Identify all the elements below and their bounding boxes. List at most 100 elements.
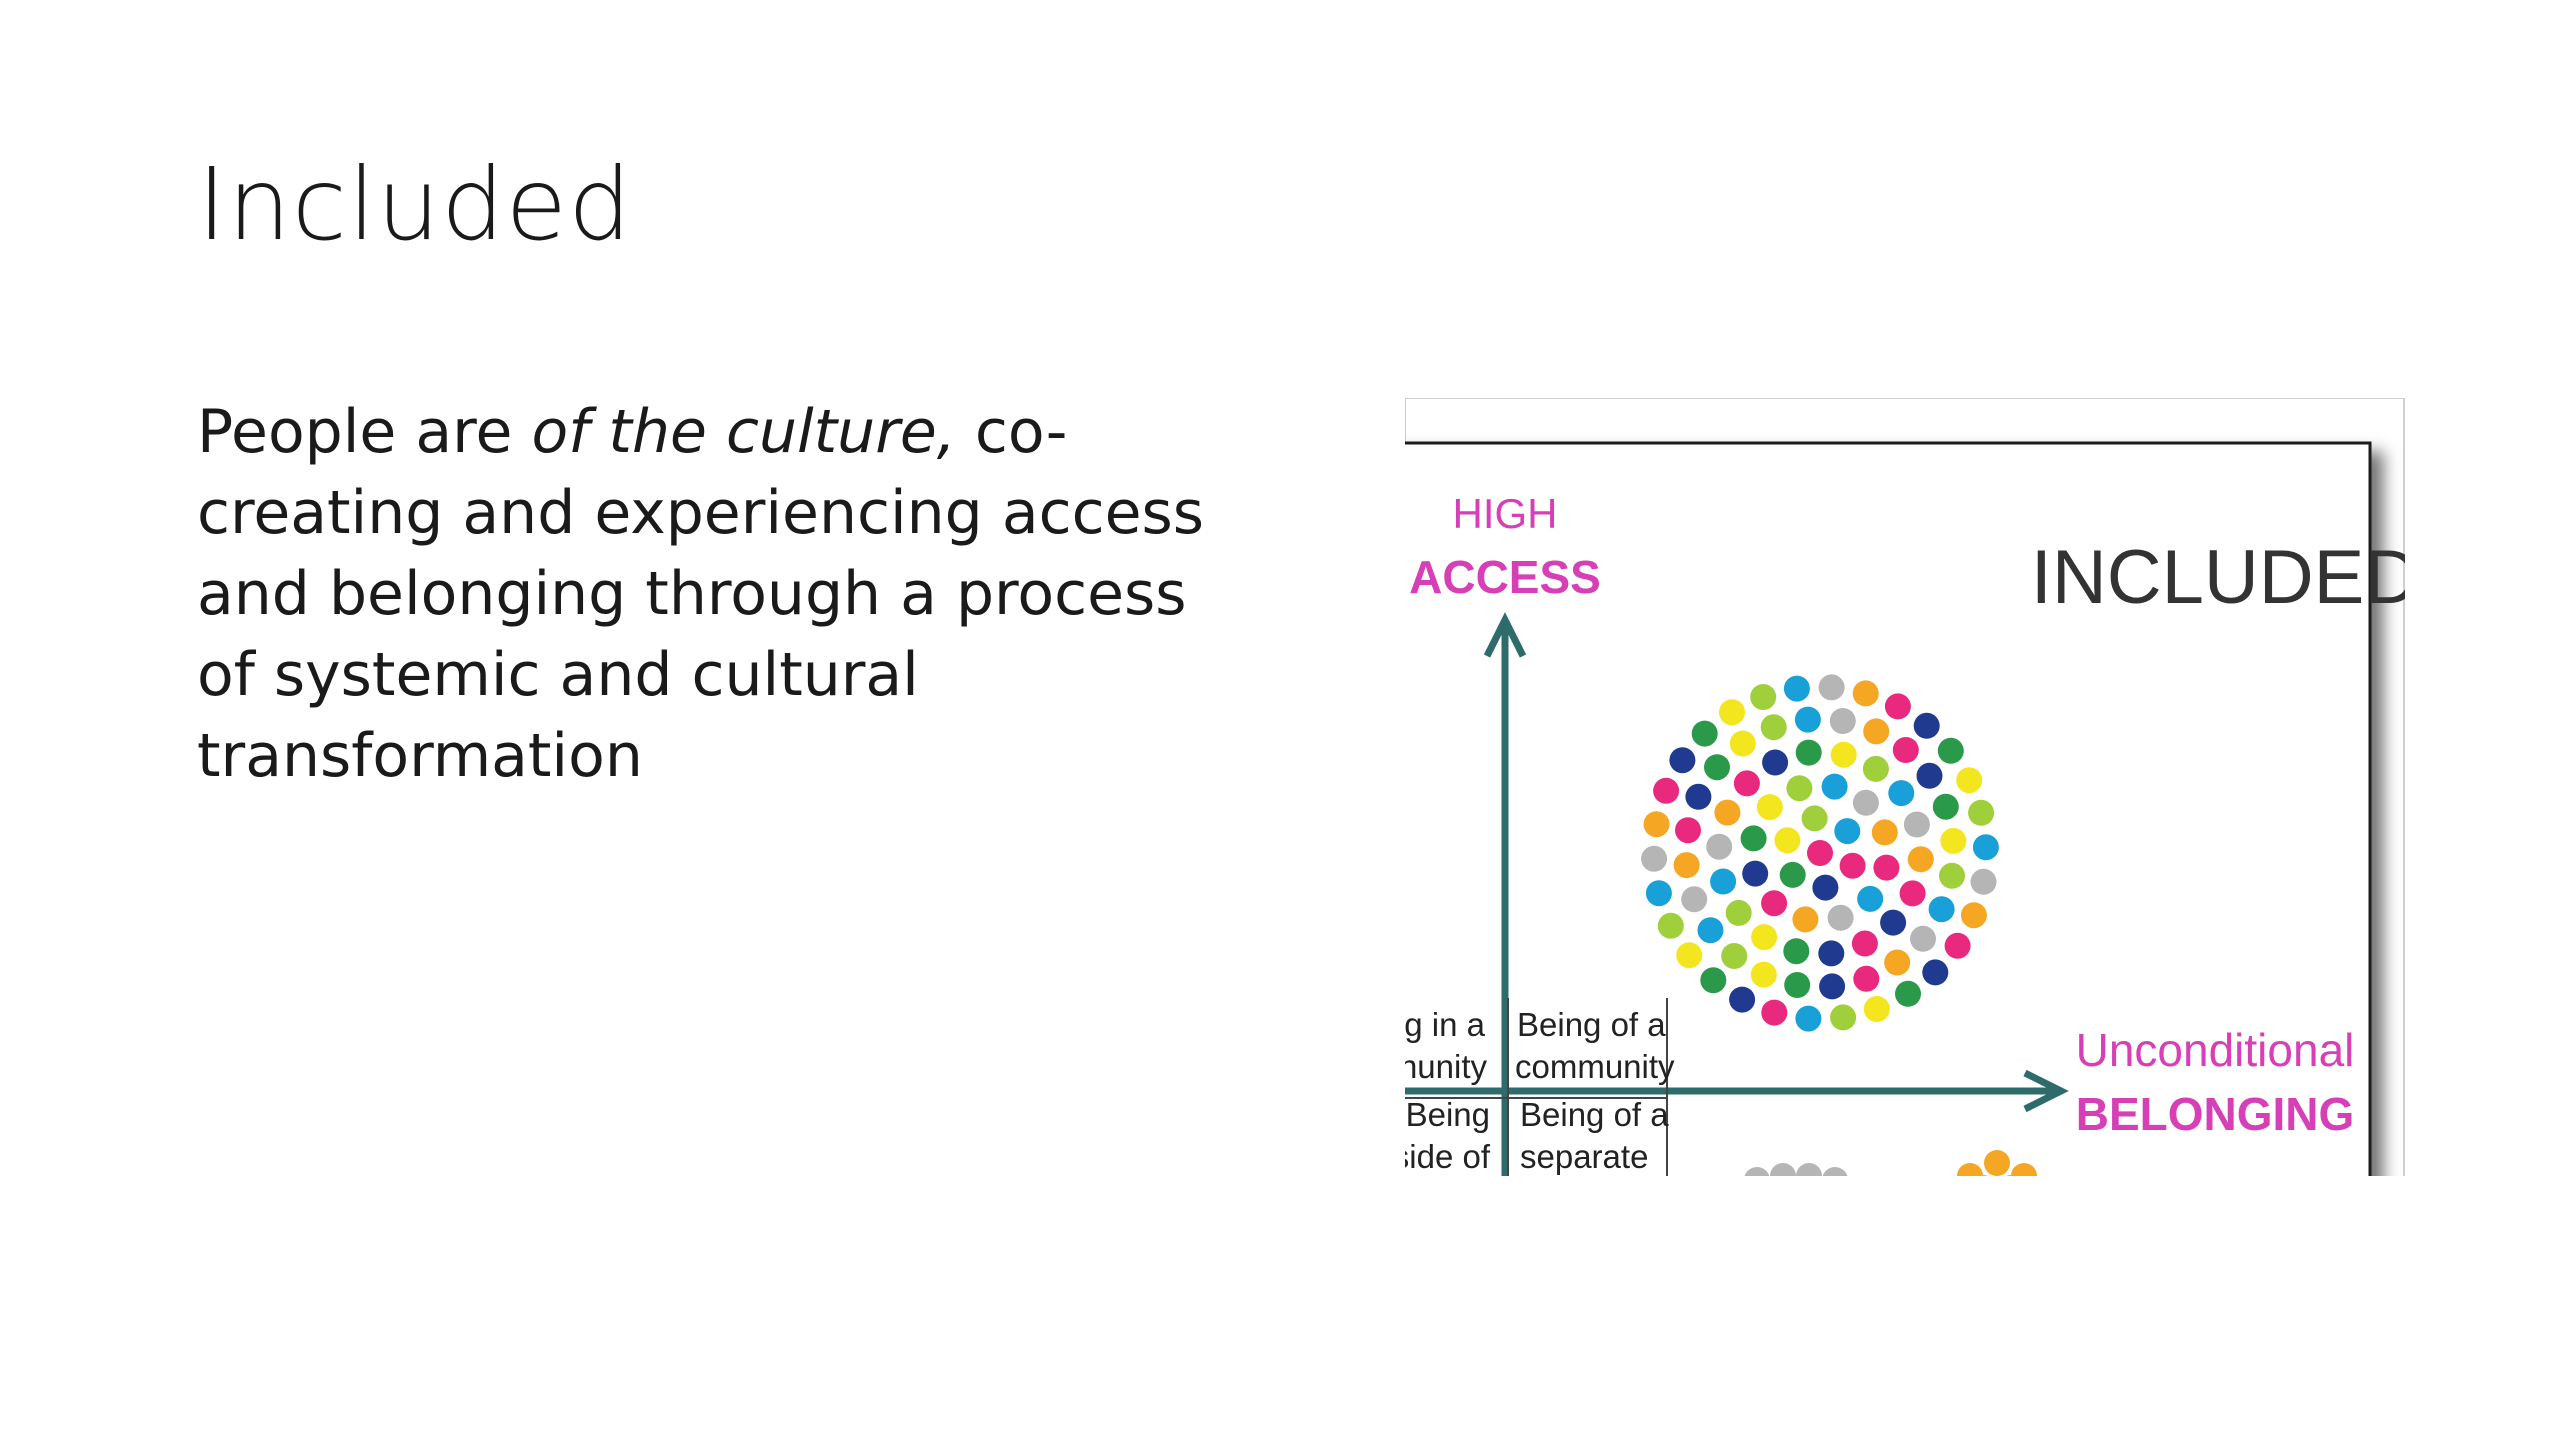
table-right-row2: community [1515,1048,1675,1085]
dot [1784,972,1811,998]
dot [1829,708,1856,734]
dot [1880,909,1907,936]
dot [1888,780,1915,807]
dot [1812,874,1839,901]
dot [1884,949,1911,976]
table-left-row4: side of [1405,1138,1491,1175]
table-left-row3: Being [1406,1096,1490,1133]
dot [1937,737,1964,764]
dot [1830,1004,1857,1031]
dot [1853,965,1880,992]
dot [1956,767,1983,794]
dot [1916,762,1943,789]
dot [1740,825,1767,852]
axis-y-label-high: HIGH [1453,490,1558,537]
dot [1928,896,1955,923]
partial-dot [1957,1163,1983,1176]
dot [1762,749,1789,776]
partial-dot [2011,1163,2037,1176]
dot [1839,852,1866,879]
axis-y-label-access: ACCESS [1409,551,1601,603]
quadrant-label-included: INCLUDED [2031,535,2405,620]
included-diagram-image: HIGH ACCESS INCLUDED Unconditional BELON… [1405,398,2405,1176]
dot [1818,940,1845,967]
dot [1940,827,1967,854]
dot [1729,730,1756,757]
dot [1852,680,1879,707]
dot [1827,904,1854,931]
axis-x-label-belonging: BELONGING [2076,1088,2355,1140]
dot [1742,860,1769,887]
table-right-row3: Being of a [1520,1096,1669,1133]
dot [1706,833,1733,860]
slide-body-text: People are of the culture, co-creating a… [197,392,1247,797]
dot [1972,834,1999,861]
partial-dot [1770,1163,1796,1176]
figure-inner-card [1405,441,2372,1176]
table-right-row1: Being of a [1517,1006,1666,1043]
dot [1704,754,1730,781]
axis-x-label-unconditional: Unconditional [2076,1024,2355,1076]
dot [1774,827,1801,854]
dot [1750,684,1777,710]
dot [1852,789,1879,816]
dot [1851,930,1878,957]
included-diagram-svg: HIGH ACCESS INCLUDED Unconditional BELON… [1405,398,2405,1176]
dot [1818,674,1845,701]
dot [1960,902,1987,929]
table-right-row4: separate [1520,1138,1648,1175]
dot [1645,880,1672,907]
body-italic: of the culture, [531,397,956,467]
slide-title: Included [197,146,633,263]
dot [1830,741,1857,768]
dot [1939,862,1965,889]
table-left-row1: g in a [1405,1006,1486,1043]
dot [1895,980,1921,1007]
dot [1761,999,1788,1026]
dot [1669,747,1696,774]
dot [1795,1005,1822,1032]
dot [1653,777,1680,804]
dot [1714,799,1741,826]
dot [1676,942,1703,969]
partial-dot [1984,1150,2010,1176]
dot [1892,737,1919,763]
dot [1932,793,1959,820]
y-axis-arrowhead [1483,612,1527,658]
dot [1681,886,1708,913]
dot [1884,693,1911,720]
dot [1863,996,1890,1022]
dot [1675,817,1701,844]
dot [1657,912,1684,939]
dot [1756,794,1783,821]
partial-dot [2006,1175,2016,1176]
dot [1807,840,1833,866]
dot [1779,861,1806,888]
dot [1786,775,1813,802]
dot [1783,938,1810,965]
dot [1792,906,1819,933]
dot [1733,770,1760,797]
dot [1873,854,1900,881]
dot [1944,932,1971,959]
dot [1903,811,1930,838]
dot [1700,967,1727,994]
table-left-row2: nunity [1405,1048,1487,1085]
dot [1834,818,1861,845]
dot [1685,783,1712,810]
dot [1795,739,1822,766]
dot [1801,805,1828,832]
partial-dot [1796,1163,1822,1176]
dot [1907,846,1934,873]
dot [1922,959,1949,986]
partial-dot [1744,1167,1770,1176]
dot [1871,819,1898,846]
dot [1643,811,1670,838]
dot [1697,917,1724,944]
dot [1968,799,1995,826]
dot [1899,880,1926,907]
included-dot-circle [1641,674,1999,1032]
partial-dot-groups [1744,1150,2037,1176]
dot [1863,718,1890,745]
dot [1783,675,1810,702]
